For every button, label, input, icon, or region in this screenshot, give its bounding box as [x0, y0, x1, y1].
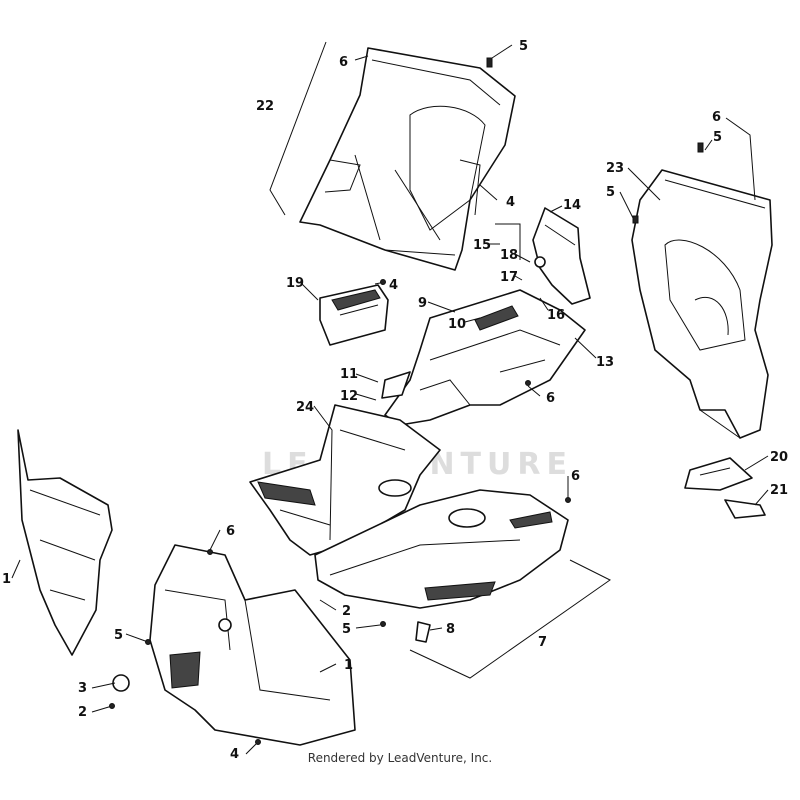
callout-16: 16 [547, 308, 565, 323]
callout-14: 14 [563, 198, 581, 213]
callout-5: 5 [606, 185, 615, 200]
callout-6: 6 [571, 469, 580, 484]
callout-9: 9 [418, 296, 427, 311]
part-22-upper-panel [299, 47, 516, 271]
callout-19: 19 [286, 276, 304, 291]
callout-22: 22 [256, 99, 274, 114]
callout-24: 24 [296, 400, 314, 415]
callout-18: 18 [500, 248, 518, 263]
callout-10: 10 [448, 317, 466, 332]
callout-11: 11 [340, 367, 358, 382]
callout-4: 4 [506, 195, 515, 210]
part-21-strip [724, 499, 766, 519]
fasteners [109, 279, 571, 745]
credit-text: Rendered by LeadVenture, Inc. [307, 751, 493, 765]
callout-3: 3 [78, 681, 87, 696]
callout-21: 21 [770, 483, 788, 498]
part-3-cap [112, 674, 130, 692]
callout-5: 5 [519, 39, 528, 54]
part-10-console [381, 289, 586, 426]
part-19-small-bracket [319, 284, 389, 346]
callout-2: 2 [342, 604, 351, 619]
part-7-floor-pan [314, 489, 569, 609]
callout-5: 5 [713, 130, 722, 145]
callout-13: 13 [596, 355, 614, 370]
callout-8: 8 [446, 622, 455, 637]
part-14-bracket [532, 207, 591, 305]
callout-12: 12 [340, 389, 358, 404]
callout-5: 5 [342, 622, 351, 637]
callout-4: 4 [230, 747, 239, 762]
leader-lines [11, 41, 769, 755]
callout-6: 6 [339, 55, 348, 70]
part-8-clip [415, 621, 431, 643]
callout-7: 7 [538, 635, 547, 650]
callout-23: 23 [606, 161, 624, 176]
callout-labels: 22 6 5 4 6 5 23 5 14 15 18 17 19 4 9 10 … [2, 39, 788, 762]
part-20-pad [684, 457, 753, 491]
callout-17: 17 [500, 270, 518, 285]
callout-5: 5 [114, 628, 123, 643]
callout-6: 6 [226, 524, 235, 539]
callout-6: 6 [712, 110, 721, 125]
callout-6: 6 [546, 391, 555, 406]
callout-15: 15 [473, 238, 491, 253]
callout-20: 20 [770, 450, 788, 465]
part-23-right-panel [631, 142, 773, 439]
callout-2: 2 [78, 705, 87, 720]
part-1-left-side-panel [17, 429, 113, 656]
part-24-floor-pan [249, 404, 441, 556]
callout-1: 1 [2, 572, 11, 587]
callout-1: 1 [344, 658, 353, 673]
callout-4: 4 [389, 278, 398, 293]
